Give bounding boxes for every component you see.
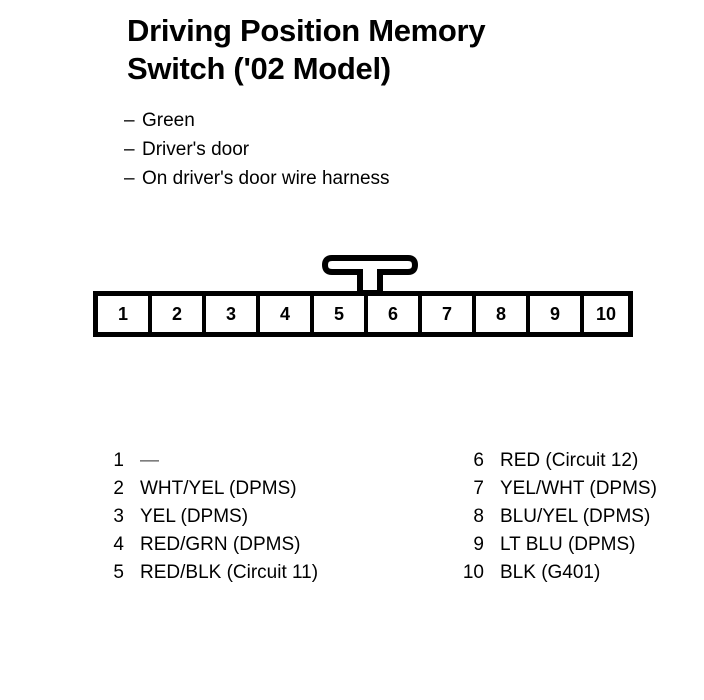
pin-number: 5: [113, 562, 124, 583]
pin-wire-label: WHT/YEL (DPMS): [140, 478, 297, 499]
pin-legend-left-column: 1 — 2 WHT/YEL (DPMS) 3 YEL (DPMS) 4 RED/…: [92, 447, 422, 587]
pin-number: 10: [462, 562, 484, 583]
pin-legend-row: 10 BLK (G401): [452, 559, 702, 587]
pin-legend-row: 5 RED/BLK (Circuit 11): [92, 559, 422, 587]
pin-wire-label: RED (Circuit 12): [500, 450, 639, 471]
pin-wire-label: —: [140, 450, 159, 471]
pin-wire-label: RED/GRN (DPMS): [140, 534, 301, 555]
pin-legend-row: 9 LT BLU (DPMS): [452, 531, 702, 559]
pin-number: 7: [473, 478, 484, 499]
pin-wire-label: RED/BLK (Circuit 11): [140, 562, 319, 583]
pin-number: 3: [113, 506, 124, 527]
description-item-harness: – On driver's door wire harness: [124, 164, 604, 193]
pin-legend-row: 4 RED/GRN (DPMS): [92, 531, 422, 559]
pin-wire-label: YEL (DPMS): [140, 506, 249, 527]
connector-cavity-5: 5: [314, 296, 364, 332]
pin-wire-label: YEL/WHT (DPMS): [500, 478, 657, 499]
page-title-line-1: Driving Position Memory: [127, 13, 486, 48]
connector-diagram: 1 2 3 4 5 6 7 8 9 10: [93, 255, 647, 340]
description-item-label: On driver's door wire harness: [142, 168, 390, 189]
connector-cavity-10: 10: [584, 296, 628, 332]
description-item-label: Driver's door: [142, 139, 250, 160]
pin-number: 9: [473, 534, 484, 555]
description-item-label: Green: [142, 110, 195, 131]
connector-cavity-3: 3: [206, 296, 256, 332]
connector-cavity-2: 2: [152, 296, 202, 332]
dash-bullet-icon: –: [124, 139, 135, 160]
connector-description-list: – Green – Driver's door – On driver's do…: [124, 106, 604, 193]
pin-number: 2: [113, 478, 124, 499]
pin-number: 8: [473, 506, 484, 527]
connector-cavity-7: 7: [422, 296, 472, 332]
pin-legend-row: 2 WHT/YEL (DPMS): [92, 475, 422, 503]
pin-legend-row: 3 YEL (DPMS): [92, 503, 422, 531]
connector-cavity-4: 4: [260, 296, 310, 332]
description-item-location: – Driver's door: [124, 135, 604, 164]
pin-legend-row: 7 YEL/WHT (DPMS): [452, 475, 702, 503]
description-item-color: – Green: [124, 106, 604, 135]
page-title: Driving Position Memory Switch ('02 Mode…: [127, 12, 647, 88]
pin-number: 6: [473, 450, 484, 471]
connector-cavity-strip: 1 2 3 4 5 6 7 8 9 10: [93, 291, 633, 337]
connector-cavity-8: 8: [476, 296, 526, 332]
connector-cavity-9: 9: [530, 296, 580, 332]
pin-legend-right-column: 6 RED (Circuit 12) 7 YEL/WHT (DPMS) 8 BL…: [452, 447, 702, 587]
dash-bullet-icon: –: [124, 110, 135, 131]
pin-wire-label: BLU/YEL (DPMS): [500, 506, 651, 527]
pin-legend-row: 8 BLU/YEL (DPMS): [452, 503, 702, 531]
page-title-line-2: Switch ('02 Model): [127, 51, 391, 86]
pin-wire-label: BLK (G401): [500, 562, 601, 583]
pin-legend-row: 6 RED (Circuit 12): [452, 447, 702, 475]
pin-number: 1: [113, 450, 124, 471]
dash-bullet-icon: –: [124, 168, 135, 189]
pin-number: 4: [113, 534, 124, 555]
pin-legend-row: 1 —: [92, 447, 422, 475]
pin-wire-label: LT BLU (DPMS): [500, 534, 636, 555]
locking-tab-icon: [322, 255, 418, 295]
connector-cavity-6: 6: [368, 296, 418, 332]
connector-cavity-1: 1: [98, 296, 148, 332]
